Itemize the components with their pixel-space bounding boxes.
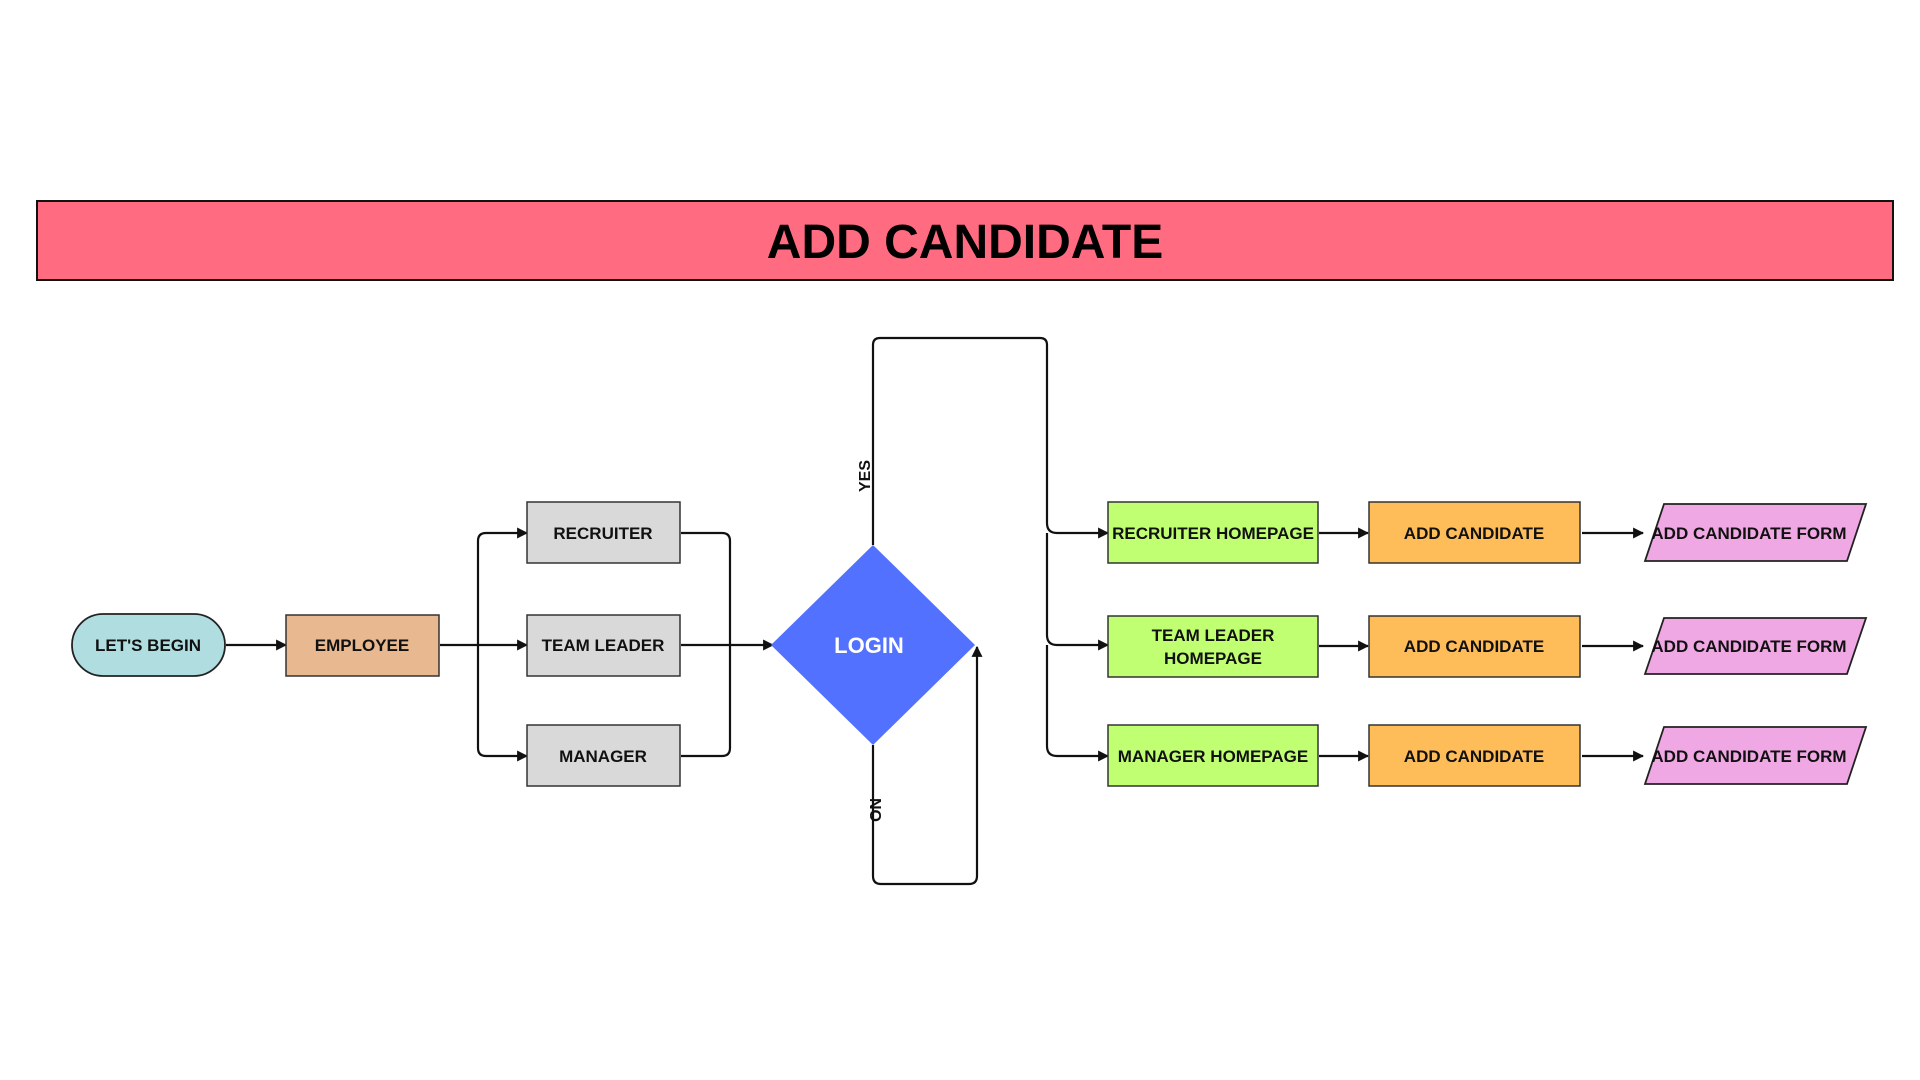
title-banner: ADD CANDIDATE: [36, 200, 1894, 281]
decision-login[interactable]: LOGIN: [771, 545, 975, 745]
node-label-line-2: HOMEPAGE: [1164, 649, 1262, 668]
page-title: ADD CANDIDATE: [767, 216, 1163, 269]
node-label: EMPLOYEE: [315, 636, 409, 655]
node-recruiter-homepage[interactable]: RECRUITER HOMEPAGE: [1107, 501, 1319, 564]
connector-recruiter-to-login: [681, 531, 732, 645]
node-label: RECRUITER HOMEPAGE: [1112, 524, 1314, 543]
node-label: TEAM LEADER: [542, 636, 665, 655]
node-lets-begin[interactable]: LET'S BEGIN: [71, 613, 226, 677]
node-add-candidate-form-1[interactable]: ADD CANDIDATE FORM: [1643, 503, 1868, 562]
node-label: ADD CANDIDATE FORM: [1651, 637, 1846, 656]
node-recruiter[interactable]: RECRUITER: [526, 501, 681, 564]
node-add-candidate-manager[interactable]: ADD CANDIDATE: [1368, 724, 1581, 787]
node-label: ADD CANDIDATE FORM: [1651, 747, 1846, 766]
node-add-candidate-recruiter[interactable]: ADD CANDIDATE: [1368, 501, 1581, 564]
connectors: [226, 336, 1645, 886]
node-manager[interactable]: MANAGER: [526, 724, 681, 787]
node-add-candidate-form-2[interactable]: ADD CANDIDATE FORM: [1643, 617, 1868, 675]
connector-employee-to-recruiter: [440, 527, 529, 647]
node-add-candidate-form-3[interactable]: ADD CANDIDATE FORM: [1643, 726, 1868, 785]
edge-label-yes: YES: [857, 460, 874, 492]
decision-label: LOGIN: [834, 633, 904, 658]
node-label: LET'S BEGIN: [95, 636, 201, 655]
node-label: ADD CANDIDATE: [1404, 637, 1544, 656]
node-label-line-1: TEAM LEADER: [1152, 626, 1275, 645]
edge-label-no: NO: [866, 798, 883, 822]
connector-no-loop-to-login: [871, 645, 983, 886]
node-label: ADD CANDIDATE: [1404, 524, 1544, 543]
node-label: ADD CANDIDATE FORM: [1651, 524, 1846, 543]
node-label: RECRUITER: [553, 524, 652, 543]
node-label: ADD CANDIDATE: [1404, 747, 1544, 766]
node-team-leader-homepage[interactable]: TEAM LEADER HOMEPAGE: [1107, 615, 1319, 678]
connector-yes-to-manager-homepage: [1045, 645, 1110, 762]
node-employee[interactable]: EMPLOYEE: [285, 614, 440, 677]
node-manager-homepage[interactable]: MANAGER HOMEPAGE: [1107, 724, 1319, 787]
connector-yes-to-recruiter-homepage: [871, 336, 1110, 545]
connector-employee-to-manager: [476, 645, 529, 762]
node-add-candidate-team-leader[interactable]: ADD CANDIDATE: [1368, 615, 1581, 678]
connector-yes-to-team-leader-homepage: [1045, 533, 1110, 651]
node-label: MANAGER HOMEPAGE: [1118, 747, 1308, 766]
node-label: MANAGER: [559, 747, 647, 766]
connector-manager-to-login: [681, 645, 732, 758]
node-team-leader[interactable]: TEAM LEADER: [526, 614, 681, 677]
